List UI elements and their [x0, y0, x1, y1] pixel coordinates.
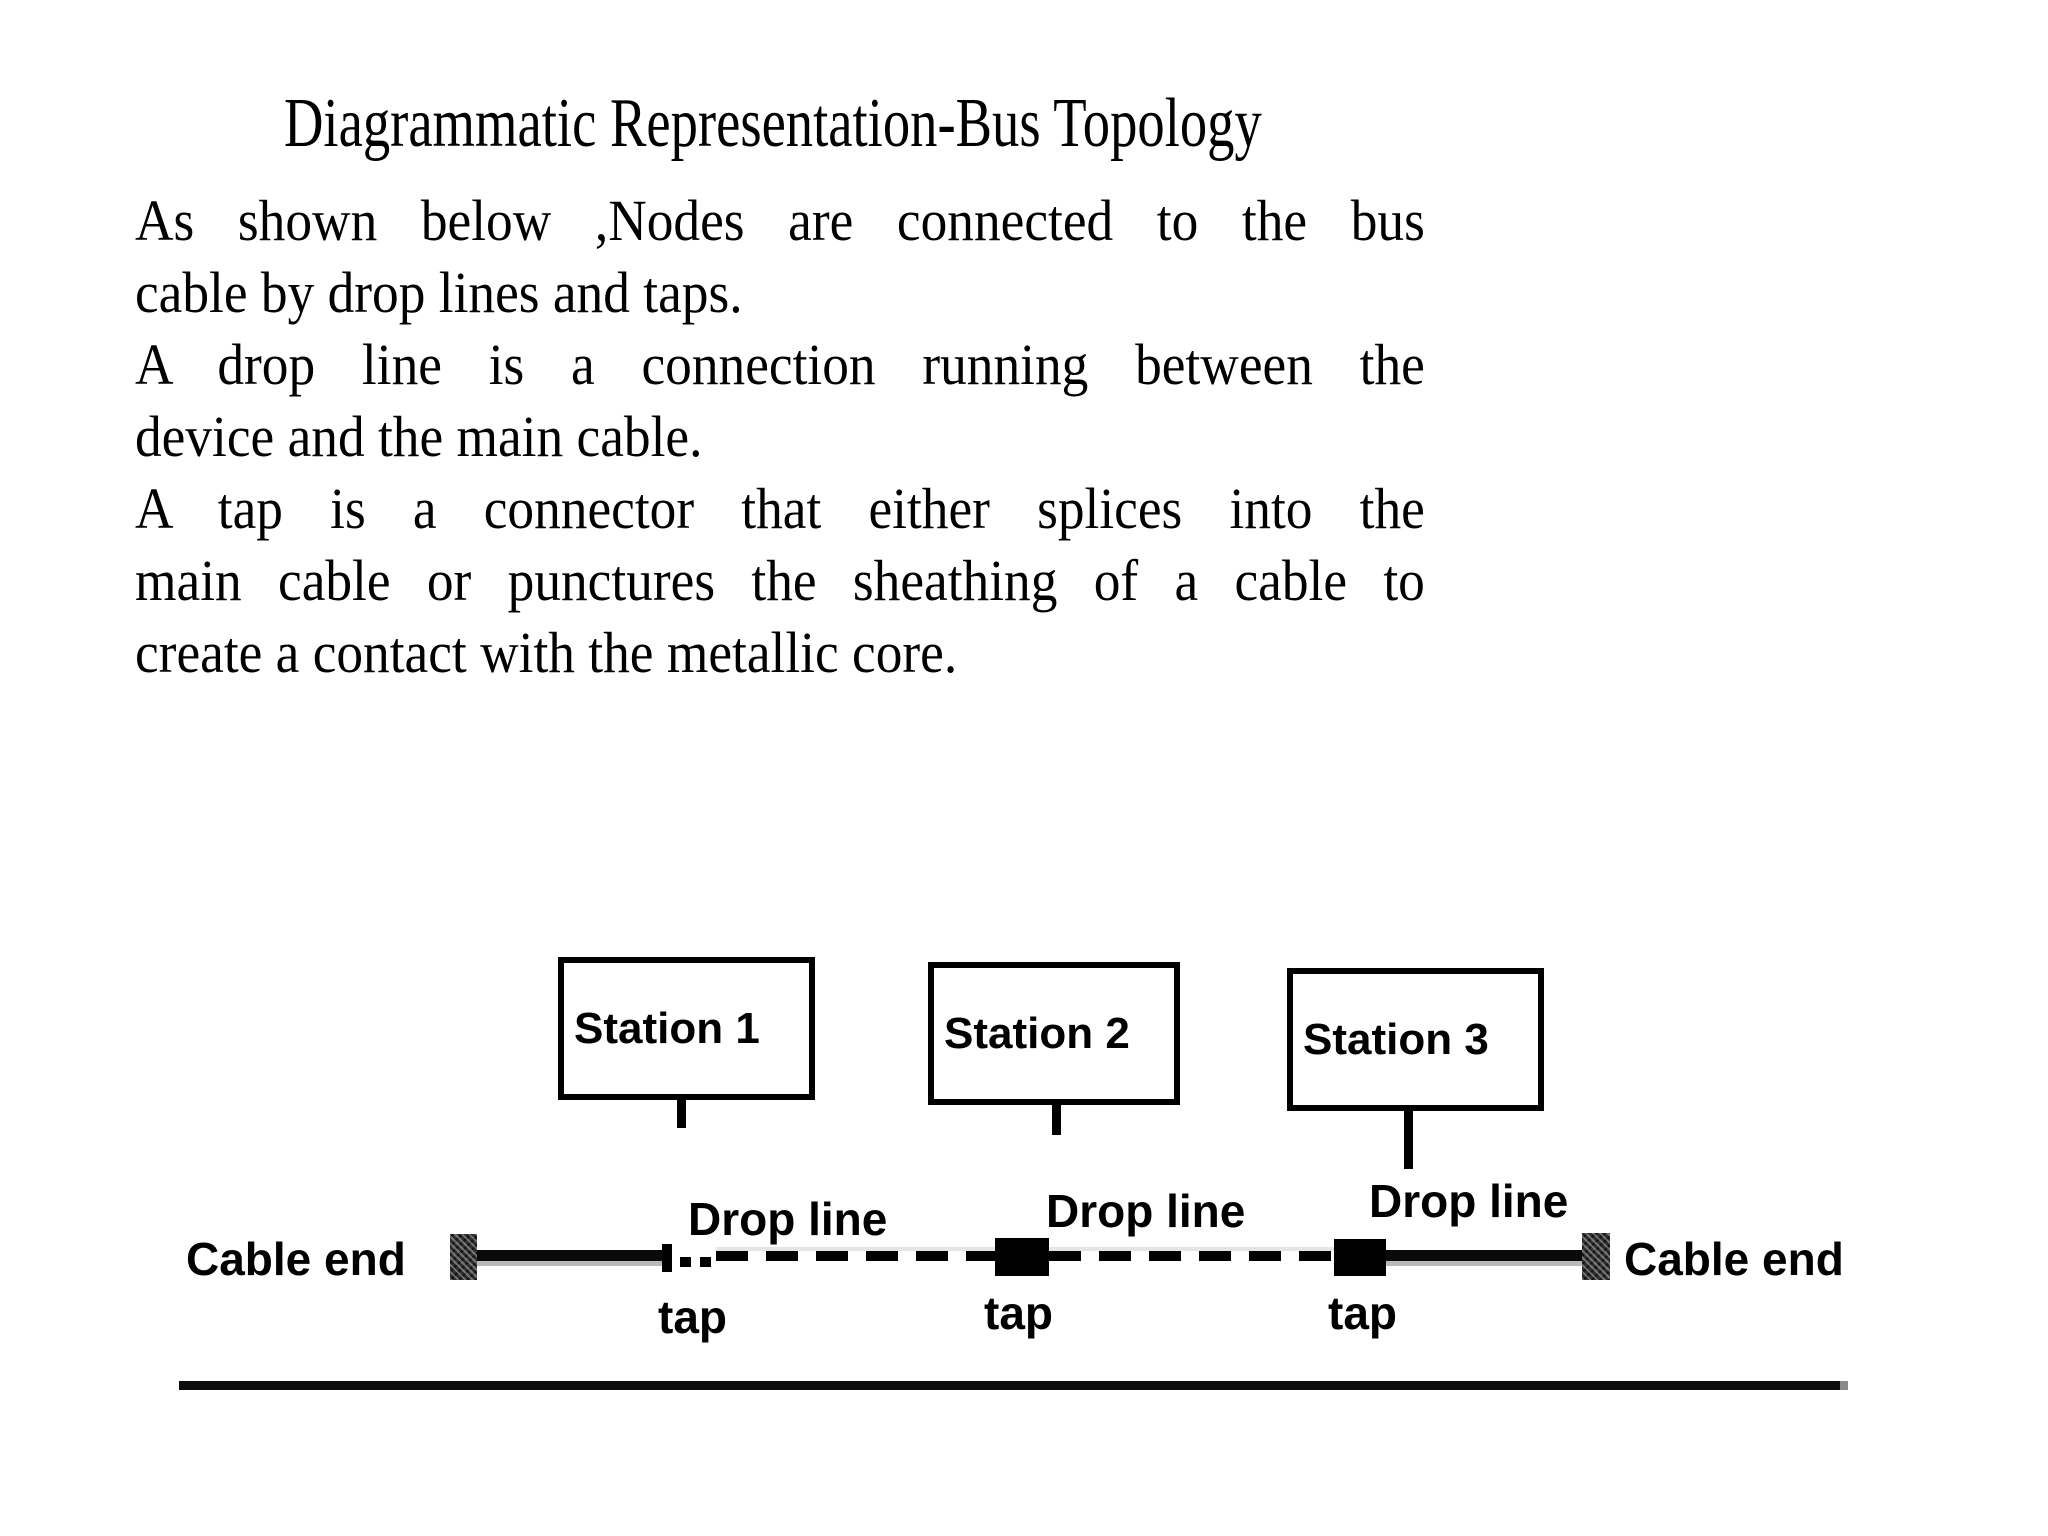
- bus-dot: [680, 1257, 691, 1267]
- body-text-line: main cable or punctures the sheathing of…: [135, 548, 1425, 613]
- station-label-3: Station 3: [1303, 1014, 1489, 1064]
- drop-line-label-3: Drop line: [1369, 1175, 1569, 1227]
- drop-line-label-1: Drop line: [688, 1193, 888, 1245]
- bottom-divider-line: [179, 1381, 1848, 1390]
- bus-solid-segment-right: [1386, 1250, 1582, 1261]
- drop-line-label-2: Drop line: [1046, 1185, 1246, 1237]
- drop-line-stub-3: [1404, 1111, 1413, 1169]
- station-box-3: Station 3: [1287, 968, 1544, 1111]
- station-box-1: Station 1: [558, 957, 815, 1100]
- body-text-line: As shown below ,Nodes are connected to t…: [135, 188, 1425, 253]
- body-text-line: A drop line is a connection running betw…: [135, 332, 1425, 397]
- bus-dashed-segment-2: [1049, 1251, 1334, 1261]
- page-title: Diagrammatic Representation-Bus Topology: [284, 85, 1262, 162]
- tap-square-2: [995, 1238, 1049, 1276]
- body-text-line: cable by drop lines and taps.: [135, 260, 743, 325]
- body-text-line: device and the main cable.: [135, 404, 703, 469]
- body-text-line: create a contact with the metallic core.: [135, 620, 958, 685]
- drop-line-stub-2: [1052, 1105, 1061, 1135]
- bus-solid-segment-left: [477, 1250, 663, 1261]
- tap-tick-1: [662, 1244, 672, 1272]
- tap-label-3: tap: [1328, 1287, 1397, 1339]
- cable-terminator-left: [450, 1234, 477, 1280]
- tap-label-1: tap: [658, 1291, 727, 1343]
- tap-square-3: [1334, 1239, 1386, 1276]
- cable-terminator-right: [1582, 1233, 1610, 1280]
- bus-dot: [700, 1257, 711, 1267]
- station-box-2: Station 2: [928, 962, 1180, 1105]
- cable-end-label-left: Cable end: [186, 1233, 406, 1285]
- tap-label-2: tap: [984, 1287, 1053, 1339]
- cable-end-label-right: Cable end: [1624, 1233, 1844, 1285]
- bus-dashed-segment-1: [716, 1251, 996, 1261]
- station-label-1: Station 1: [574, 1003, 760, 1053]
- drop-line-stub-1: [677, 1100, 686, 1128]
- body-text-line: A tap is a connector that either splices…: [135, 476, 1425, 541]
- station-label-2: Station 2: [944, 1008, 1130, 1058]
